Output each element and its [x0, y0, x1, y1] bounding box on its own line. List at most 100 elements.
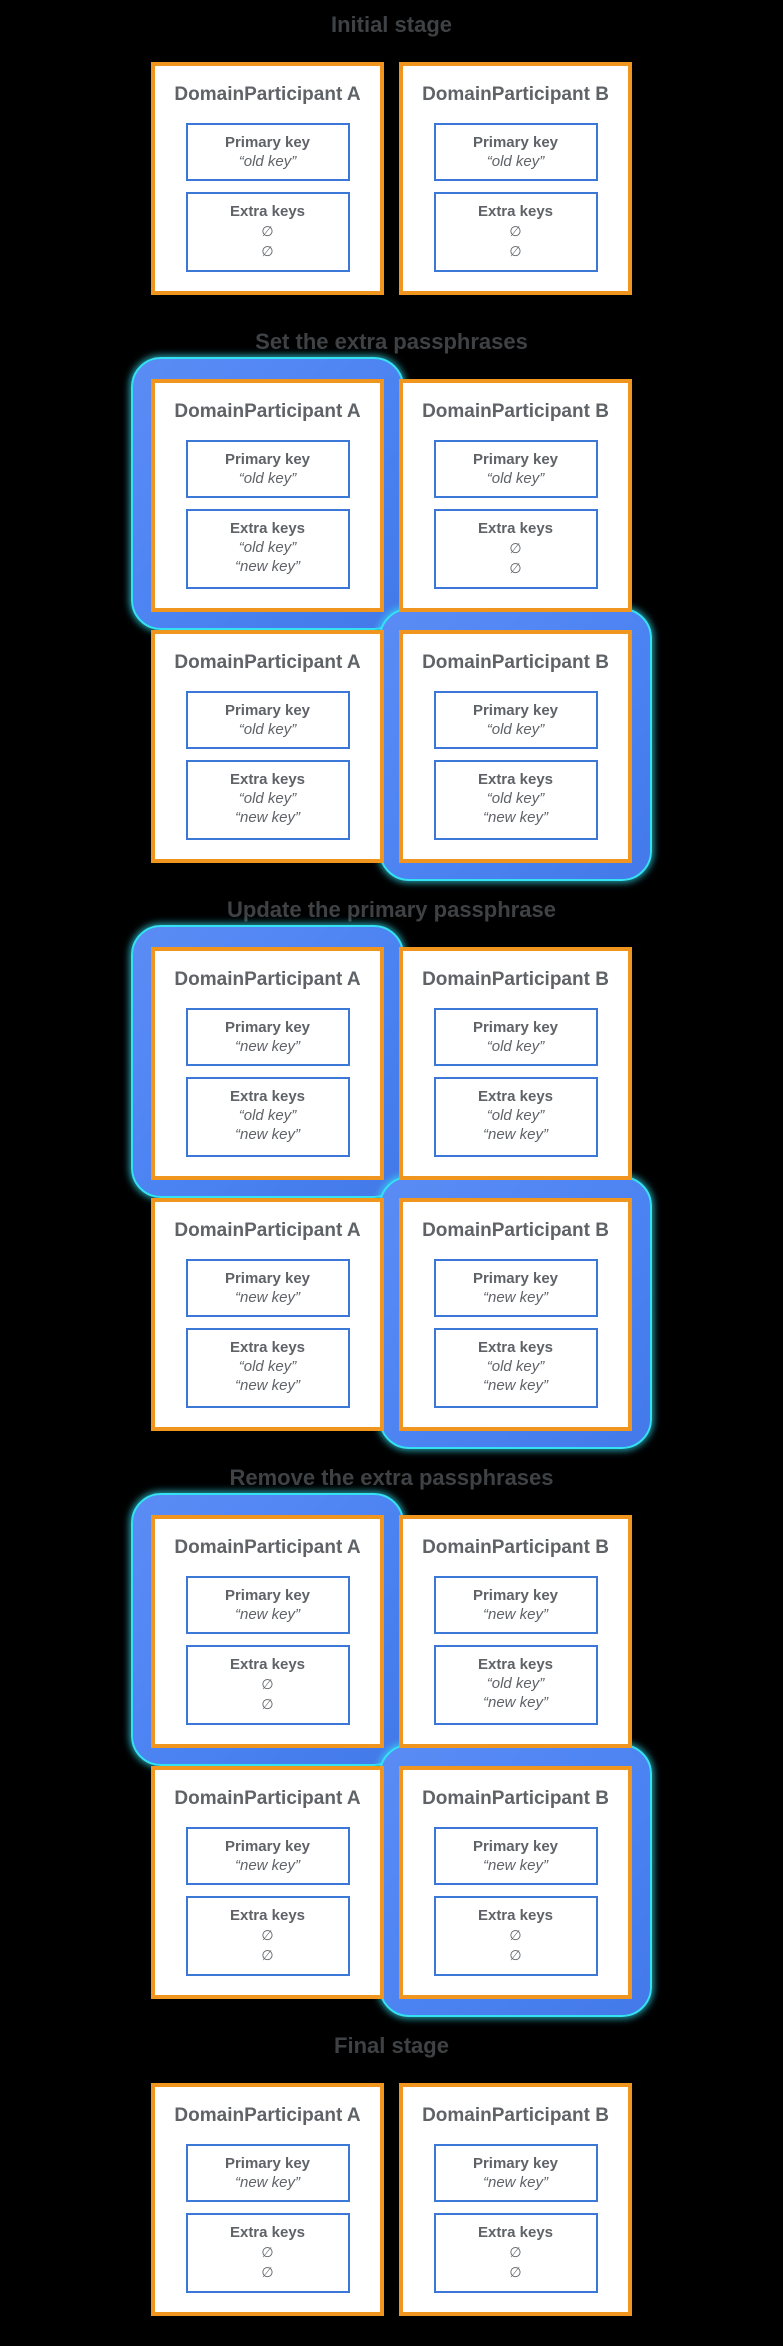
- extra-key-value: “old key”: [486, 790, 545, 807]
- extra-keys-box: Extra keys“old key”“new key”: [433, 760, 598, 840]
- extra-key-value: “old key”: [238, 539, 297, 556]
- primary-key-value: “new key”: [482, 2174, 549, 2191]
- extra-keys-box: Extra keys“old key”“new key”: [433, 1077, 598, 1157]
- extra-keys-box: Extra keys“old key”“new key”: [185, 760, 350, 840]
- primary-key-box: Primary key“new key”: [433, 1259, 598, 1317]
- primary-key-box: Primary key “old key”: [433, 123, 598, 181]
- primary-key-label: Primary key: [472, 134, 559, 151]
- primary-key-box: Primary key“old key”: [433, 1008, 598, 1066]
- participant-name: DomainParticipant B: [422, 1788, 609, 1809]
- primary-key-label: Primary key: [472, 1838, 559, 1855]
- participant-name: DomainParticipant A: [174, 1537, 361, 1558]
- empty-set-icon: ∅: [509, 243, 522, 259]
- participant-card: DomainParticipant B Primary key “old key” E…: [399, 62, 632, 295]
- empty-set-icon: ∅: [509, 560, 522, 576]
- primary-key-value: “new key”: [234, 1606, 301, 1623]
- stage-title: Set the extra passphrases: [255, 329, 528, 354]
- primary-key-value: “old key”: [486, 721, 545, 738]
- extra-keys-box: Extra keys“old key”“new key”: [185, 509, 350, 589]
- primary-key-label: Primary key: [472, 702, 559, 719]
- extra-keys-label: Extra keys: [229, 2224, 306, 2241]
- extra-keys-box: Extra keys∅∅: [185, 1896, 350, 1976]
- primary-key-value: “new key”: [234, 1038, 301, 1055]
- primary-key-label: Primary key: [472, 1587, 559, 1604]
- primary-key-value: “old key”: [486, 153, 545, 170]
- extra-keys-label: Extra keys: [229, 1339, 306, 1356]
- participant-name: DomainParticipant A: [174, 401, 361, 422]
- empty-set-icon: ∅: [509, 2244, 522, 2260]
- extra-keys-label: Extra keys: [477, 2224, 554, 2241]
- empty-set-icon: ∅: [261, 1696, 274, 1712]
- primary-key-box: Primary key“new key”: [433, 2144, 598, 2202]
- extra-key-value: “new key”: [234, 1377, 301, 1394]
- extra-key-value: “new key”: [482, 1126, 549, 1143]
- primary-key-value: “new key”: [482, 1289, 549, 1306]
- extra-key-value: “new key”: [482, 1377, 549, 1394]
- extra-keys-box: Extra keys“old key”“new key”: [433, 1328, 598, 1408]
- primary-key-label: Primary key: [224, 1019, 311, 1036]
- participant-name: DomainParticipant B: [422, 652, 609, 673]
- primary-key-box: Primary key“old key”: [185, 440, 350, 498]
- extra-keys-label: Extra keys: [477, 520, 554, 537]
- primary-key-box: Primary key“new key”: [433, 1827, 598, 1885]
- primary-key-box: Primary key “old key”: [433, 691, 598, 749]
- extra-key-value: “old key”: [238, 1358, 297, 1375]
- extra-keys-box: Extra keys∅∅: [185, 192, 350, 272]
- primary-key-value: “old key”: [238, 153, 297, 170]
- stage-title: Update the primary passphrase: [227, 897, 556, 922]
- primary-key-value: “new key”: [482, 1606, 549, 1623]
- empty-set-icon: ∅: [509, 540, 522, 556]
- extra-keys-label: Extra keys: [229, 1088, 306, 1105]
- primary-key-label: Primary key: [224, 1838, 311, 1855]
- primary-key-box: Primary key“new key”: [185, 1259, 350, 1317]
- empty-set-icon: ∅: [261, 2244, 274, 2260]
- extra-keys-box: Extra keys∅∅: [433, 192, 598, 272]
- extra-keys-label: Extra keys: [477, 771, 554, 788]
- extra-key-value: “new key”: [234, 1126, 301, 1143]
- extra-keys-box: Extra keys“old key”“new key”: [433, 1645, 598, 1725]
- participant-name: DomainParticipant A: [174, 2105, 361, 2126]
- extra-keys-box: Extra keys∅∅: [433, 1896, 598, 1976]
- extra-keys-label: Extra keys: [229, 1907, 306, 1924]
- primary-key-box: Primary key “new key”: [433, 1576, 598, 1634]
- primary-key-value: “new key”: [234, 1857, 301, 1874]
- primary-key-box: Primary key“old key”: [185, 691, 350, 749]
- extra-keys-label: Extra keys: [477, 1656, 554, 1673]
- extra-key-value: “old key”: [486, 1358, 545, 1375]
- participant-name: DomainParticipant B: [422, 401, 609, 422]
- primary-key-label: Primary key: [224, 451, 311, 468]
- primary-key-label: Primary key: [472, 1019, 559, 1036]
- stage-title: Initial stage: [330, 12, 453, 37]
- primary-key-box: Primary key “new key”: [185, 1008, 350, 1066]
- primary-key-box: Primary key“old key”: [185, 123, 350, 181]
- extra-keys-label: Extra keys: [477, 1088, 554, 1105]
- primary-key-label: Primary key: [224, 2155, 311, 2172]
- participant-box: DomainParticipant B Primary key “old key” E…: [399, 62, 632, 295]
- participant-name: DomainParticipant B: [422, 84, 609, 105]
